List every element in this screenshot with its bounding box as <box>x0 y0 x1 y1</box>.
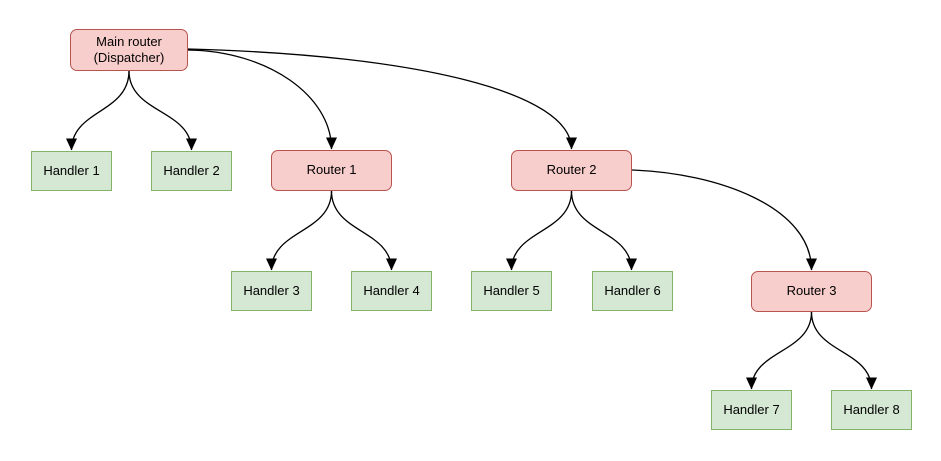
edge-main-router-to-router-2 <box>187 48 577 150</box>
edge-router-1-to-handler-3 <box>266 190 333 271</box>
node-handler-7-label: Handler 7 <box>723 401 780 417</box>
node-handler-4: Handler 4 <box>351 271 432 311</box>
node-handler-8-label: Handler 8 <box>843 401 900 417</box>
node-handler-6-label: Handler 6 <box>604 282 661 298</box>
node-handler-4-label: Handler 4 <box>363 282 420 298</box>
edge-router-2-to-router-3 <box>631 169 817 271</box>
edge-router-1-to-handler-4 <box>330 190 397 271</box>
node-handler-5: Handler 5 <box>471 271 552 311</box>
node-handler-3-label: Handler 3 <box>243 282 300 298</box>
node-router-2: Router 2 <box>511 150 632 191</box>
node-handler-7: Handler 7 <box>711 390 792 430</box>
node-router-3: Router 3 <box>751 271 872 312</box>
node-handler-8: Handler 8 <box>831 390 912 430</box>
edge-main-router-to-handler-2 <box>128 70 197 151</box>
node-router-1-label: Router 1 <box>306 162 357 178</box>
edge-main-router-to-router-1 <box>187 49 337 150</box>
node-handler-5-label: Handler 5 <box>483 282 540 298</box>
node-handler-1-label: Handler 1 <box>43 162 100 178</box>
edge-router-2-to-handler-5 <box>506 190 573 271</box>
edge-router-2-to-handler-6 <box>570 190 637 271</box>
edge-main-router-to-handler-1 <box>66 70 130 151</box>
node-handler-2: Handler 2 <box>151 151 232 191</box>
node-handler-3: Handler 3 <box>231 271 312 311</box>
edge-router-3-to-handler-8 <box>810 311 877 390</box>
node-handler-1: Handler 1 <box>31 151 112 191</box>
node-handler-2-label: Handler 2 <box>163 162 220 178</box>
node-router-2-label: Router 2 <box>546 162 597 178</box>
node-router-1: Router 1 <box>271 150 392 191</box>
node-main-router: Main router (Dispatcher) <box>70 29 188 71</box>
edge-router-3-to-handler-7 <box>746 311 813 390</box>
node-handler-6: Handler 6 <box>592 271 673 311</box>
node-main-router-label: Main router (Dispatcher) <box>93 33 165 65</box>
node-router-3-label: Router 3 <box>786 283 837 299</box>
